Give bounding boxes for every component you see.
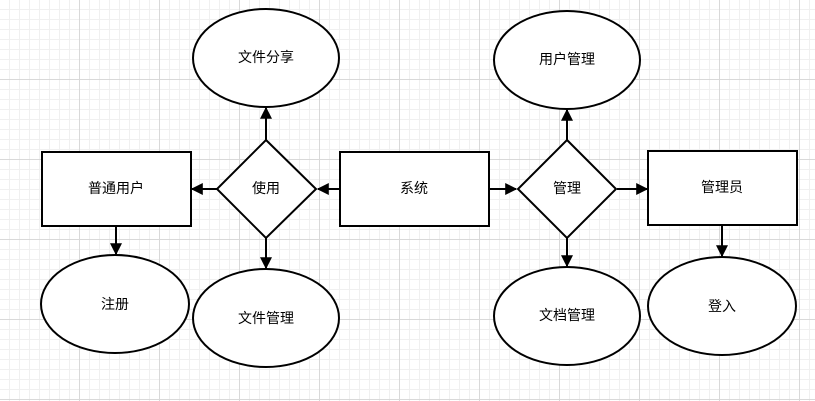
file-share-label: 文件分享 xyxy=(238,49,294,66)
doc-manage-label: 文档管理 xyxy=(539,308,595,324)
login-label: 登入 xyxy=(708,299,736,315)
node-register[interactable]: 注册 xyxy=(40,254,190,354)
node-file-share[interactable]: 文件分享 xyxy=(192,8,340,108)
node-login[interactable]: 登入 xyxy=(647,256,797,356)
file-manage-ellipse xyxy=(192,268,340,368)
system-label: 系统 xyxy=(400,181,428,197)
user-manage-ellipse xyxy=(493,10,641,110)
node-system[interactable]: 系统 xyxy=(339,151,490,227)
manage-diamond xyxy=(516,138,618,240)
login-ellipse xyxy=(647,256,797,356)
admin-label: 管理员 xyxy=(701,180,743,196)
node-normal-user[interactable]: 普通用户 xyxy=(41,151,192,227)
node-file-manage[interactable]: 文件管理 xyxy=(192,268,340,368)
node-user-manage[interactable]: 用户管理 xyxy=(493,10,641,110)
register-label: 注册 xyxy=(101,297,129,313)
use-label: 使用 xyxy=(252,180,280,197)
system-box xyxy=(339,151,490,227)
register-ellipse xyxy=(40,254,190,354)
file-share-ellipse xyxy=(192,8,340,108)
node-doc-manage[interactable]: 文档管理 xyxy=(493,266,641,366)
use-diamond xyxy=(215,138,318,240)
file-manage-label: 文件管理 xyxy=(238,311,294,327)
edges xyxy=(110,106,728,270)
admin-box xyxy=(647,150,798,226)
doc-manage-ellipse xyxy=(493,266,641,366)
node-manage[interactable]: 管理 xyxy=(516,138,618,240)
user-manage-label: 用户管理 xyxy=(539,51,595,68)
node-admin[interactable]: 管理员 xyxy=(647,150,798,226)
normal-user-box xyxy=(41,151,192,227)
node-use[interactable]: 使用 xyxy=(215,138,318,240)
normal-user-label: 普通用户 xyxy=(88,180,144,197)
manage-label: 管理 xyxy=(553,181,581,197)
